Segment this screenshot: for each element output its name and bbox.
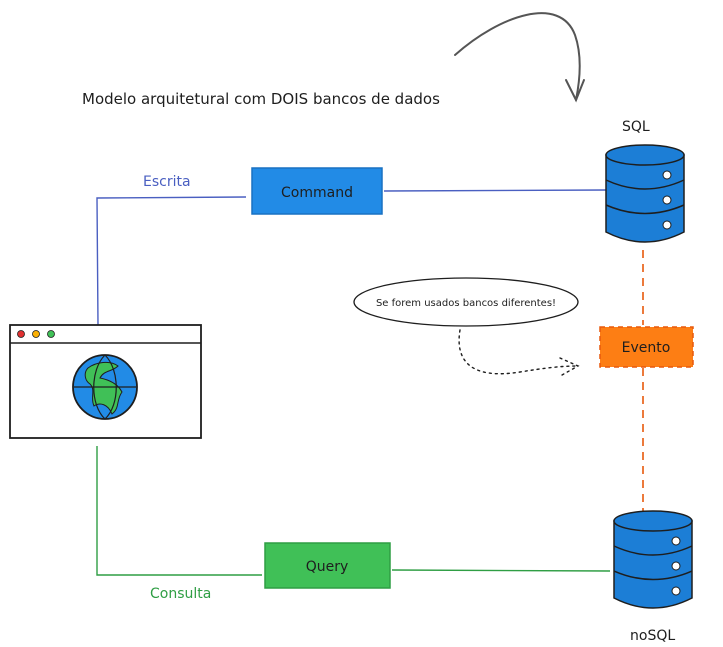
curved-arrow — [454, 12, 585, 103]
diagram-title: Modelo arquitetural com DOIS bancos de d… — [82, 90, 440, 108]
write-connector — [96, 189, 607, 326]
query-label: Query — [306, 559, 349, 575]
window-close-dot — [17, 330, 25, 338]
nosql-label: noSQL — [630, 628, 675, 644]
note-text: Se forem usados bancos diferentes! — [376, 298, 556, 309]
note-arrow — [458, 329, 580, 376]
read-connector — [96, 446, 611, 576]
note-bubble: Se forem usados bancos diferentes! — [353, 277, 579, 327]
command-label: Command — [281, 185, 353, 201]
query-box: Query — [264, 542, 391, 589]
event-box: Evento — [599, 326, 694, 368]
read-label: Consulta — [150, 586, 211, 602]
sql-label: SQL — [622, 119, 650, 135]
globe-icon — [72, 354, 138, 420]
event-label: Evento — [622, 340, 671, 356]
sql-database-icon — [605, 144, 685, 243]
window-maximize-dot — [47, 330, 55, 338]
browser-window-icon — [9, 324, 202, 439]
nosql-database-icon — [613, 510, 693, 609]
window-minimize-dot — [32, 330, 40, 338]
command-box: Command — [251, 167, 383, 215]
write-label: Escrita — [143, 174, 191, 190]
